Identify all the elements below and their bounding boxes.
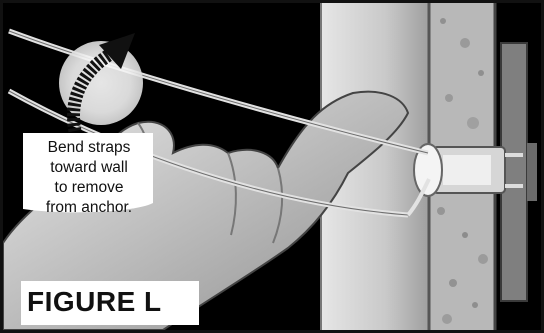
- caption-line: Bend straps: [33, 138, 145, 158]
- caption-line: to remove: [33, 178, 145, 198]
- figure-label: FIGURE L: [27, 286, 162, 318]
- instruction-caption: Bend straps toward wall to remove from a…: [33, 138, 145, 218]
- caption-line: from anchor.: [33, 198, 145, 218]
- caption-line: toward wall: [33, 158, 145, 178]
